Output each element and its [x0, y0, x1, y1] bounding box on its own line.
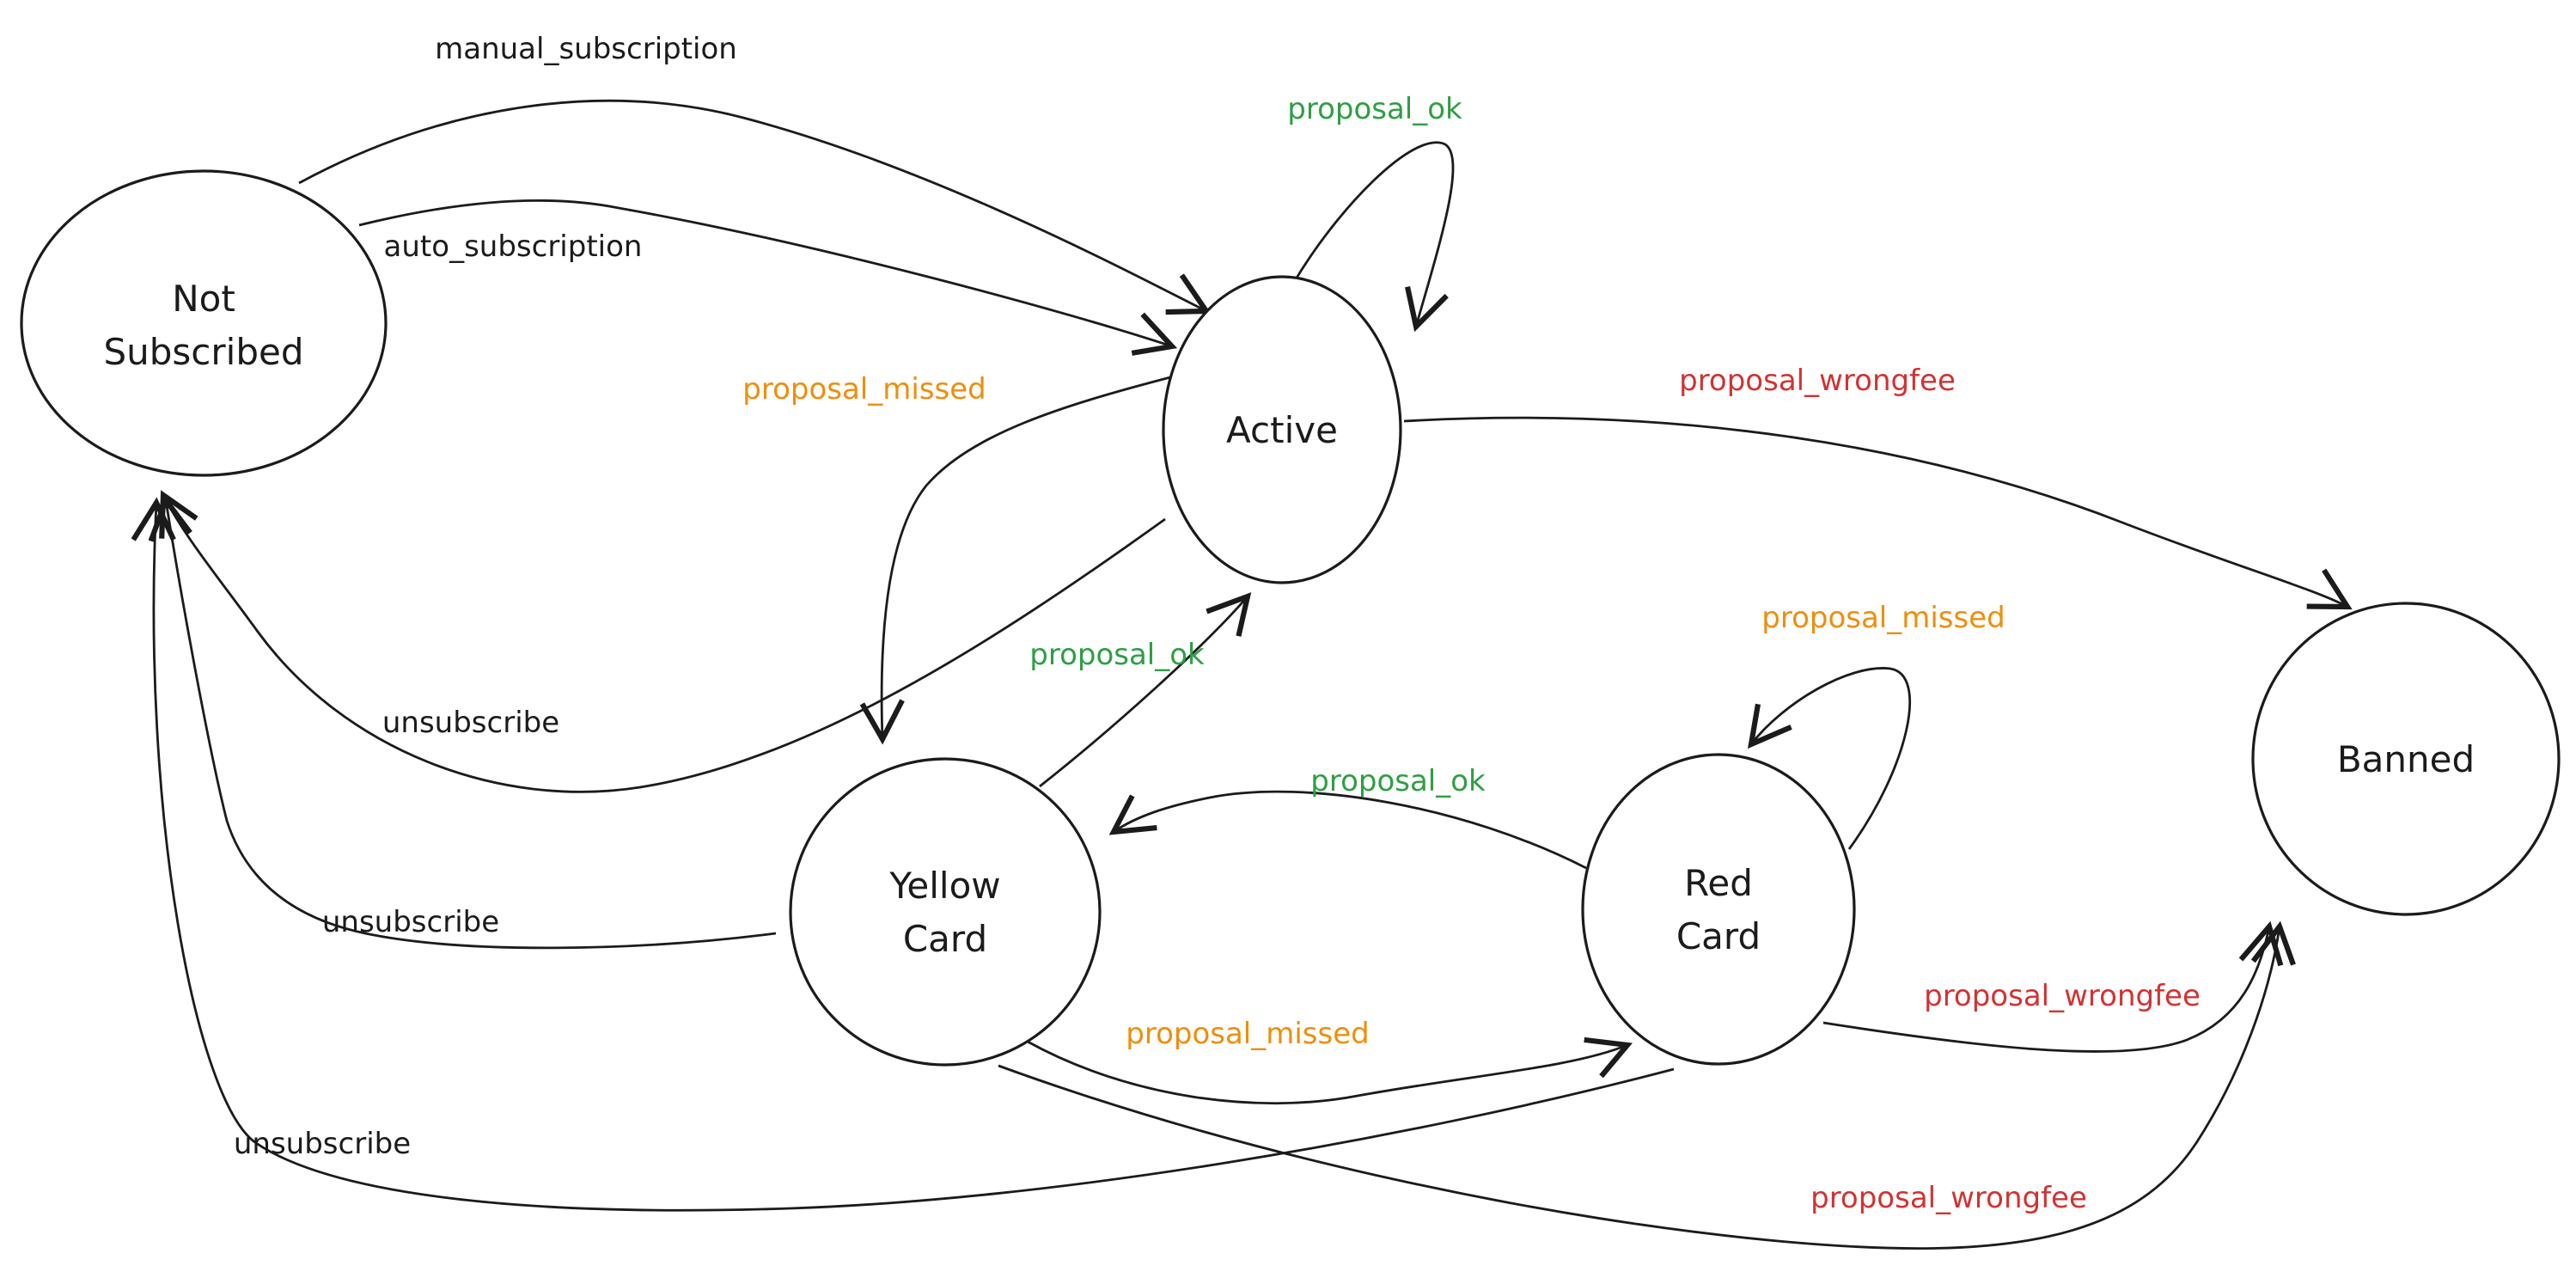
label-proposal-wrongfee-active-to-banned: proposal_wrongfee	[1679, 364, 1956, 398]
label-proposal-missed-yellow-to-red: proposal_missed	[1126, 1017, 1370, 1051]
label-proposal-wrongfee-yellow-to-banned: proposal_wrongfee	[1810, 1181, 2087, 1215]
yellow-card-circle	[789, 757, 1102, 1067]
yellow-card-label-line1: Yellow	[888, 865, 1000, 907]
red-card-label-line2: Card	[1676, 915, 1761, 957]
label-proposal-ok-active-loop: proposal_ok	[1287, 92, 1462, 126]
state-node-active: Active	[1162, 275, 1402, 584]
edge-unsubscribe-red	[131, 497, 1675, 1212]
state-node-banned: Banned	[2251, 602, 2561, 916]
edge-proposal-missed-yellow-to-red	[1027, 1036, 1633, 1105]
label-manual-subscription: manual_subscription	[435, 32, 737, 66]
state-node-red-card: Red Card	[1581, 753, 1856, 1066]
red-card-circle	[1581, 753, 1856, 1066]
not-subscribed-circle	[20, 169, 388, 477]
state-node-yellow-card: Yellow Card	[789, 757, 1102, 1067]
label-proposal-ok-red-to-yellow: proposal_ok	[1310, 764, 1486, 798]
edge-proposal-wrongfee-red-to-banned	[1822, 920, 2284, 1053]
edge-proposal-wrongfee-active-to-banned	[1403, 416, 2353, 610]
label-proposal-missed-red-loop: proposal_missed	[1761, 601, 2005, 635]
yellow-card-label-line2: Card	[903, 918, 987, 960]
edge-manual-subscription	[298, 99, 1212, 315]
edge-labels: manual_subscription auto_subscription pr…	[234, 32, 2201, 1215]
edge-proposal-wrongfee-yellow-to-banned	[998, 920, 2296, 1250]
edge-proposal-ok-yellow-to-active	[1039, 592, 1252, 788]
edge-proposal-ok-active-loop	[1291, 141, 1455, 333]
edge-unsubscribe-yellow	[148, 494, 777, 950]
not-subscribed-label-line1: Not	[172, 278, 235, 320]
active-circle	[1162, 275, 1402, 584]
label-proposal-missed-active-to-yellow: proposal_missed	[742, 372, 986, 407]
edge-proposal-ok-red-to-yellow	[1108, 790, 1587, 870]
edge-unsubscribe-active	[159, 490, 1166, 793]
label-auto-subscription: auto_subscription	[384, 229, 643, 264]
label-proposal-ok-yellow-to-active: proposal_ok	[1029, 638, 1205, 672]
not-subscribed-label-line2: Subscribed	[103, 331, 303, 373]
red-card-label-line1: Red	[1684, 862, 1753, 904]
edge-auto-subscription	[358, 199, 1178, 356]
label-unsubscribe-active: unsubscribe	[382, 706, 559, 740]
active-label: Active	[1226, 409, 1338, 451]
banned-label: Banned	[2337, 738, 2475, 780]
state-node-not-subscribed: Not Subscribed	[20, 169, 388, 477]
edge-proposal-missed-red-loop	[1748, 667, 1912, 850]
edge-proposal-missed-active-to-yellow	[859, 375, 1175, 745]
label-proposal-wrongfee-red-to-banned: proposal_wrongfee	[1924, 979, 2201, 1013]
banned-circle	[2251, 602, 2561, 916]
label-unsubscribe-yellow: unsubscribe	[322, 905, 499, 939]
edges	[131, 99, 2353, 1250]
label-unsubscribe-red: unsubscribe	[234, 1127, 411, 1161]
